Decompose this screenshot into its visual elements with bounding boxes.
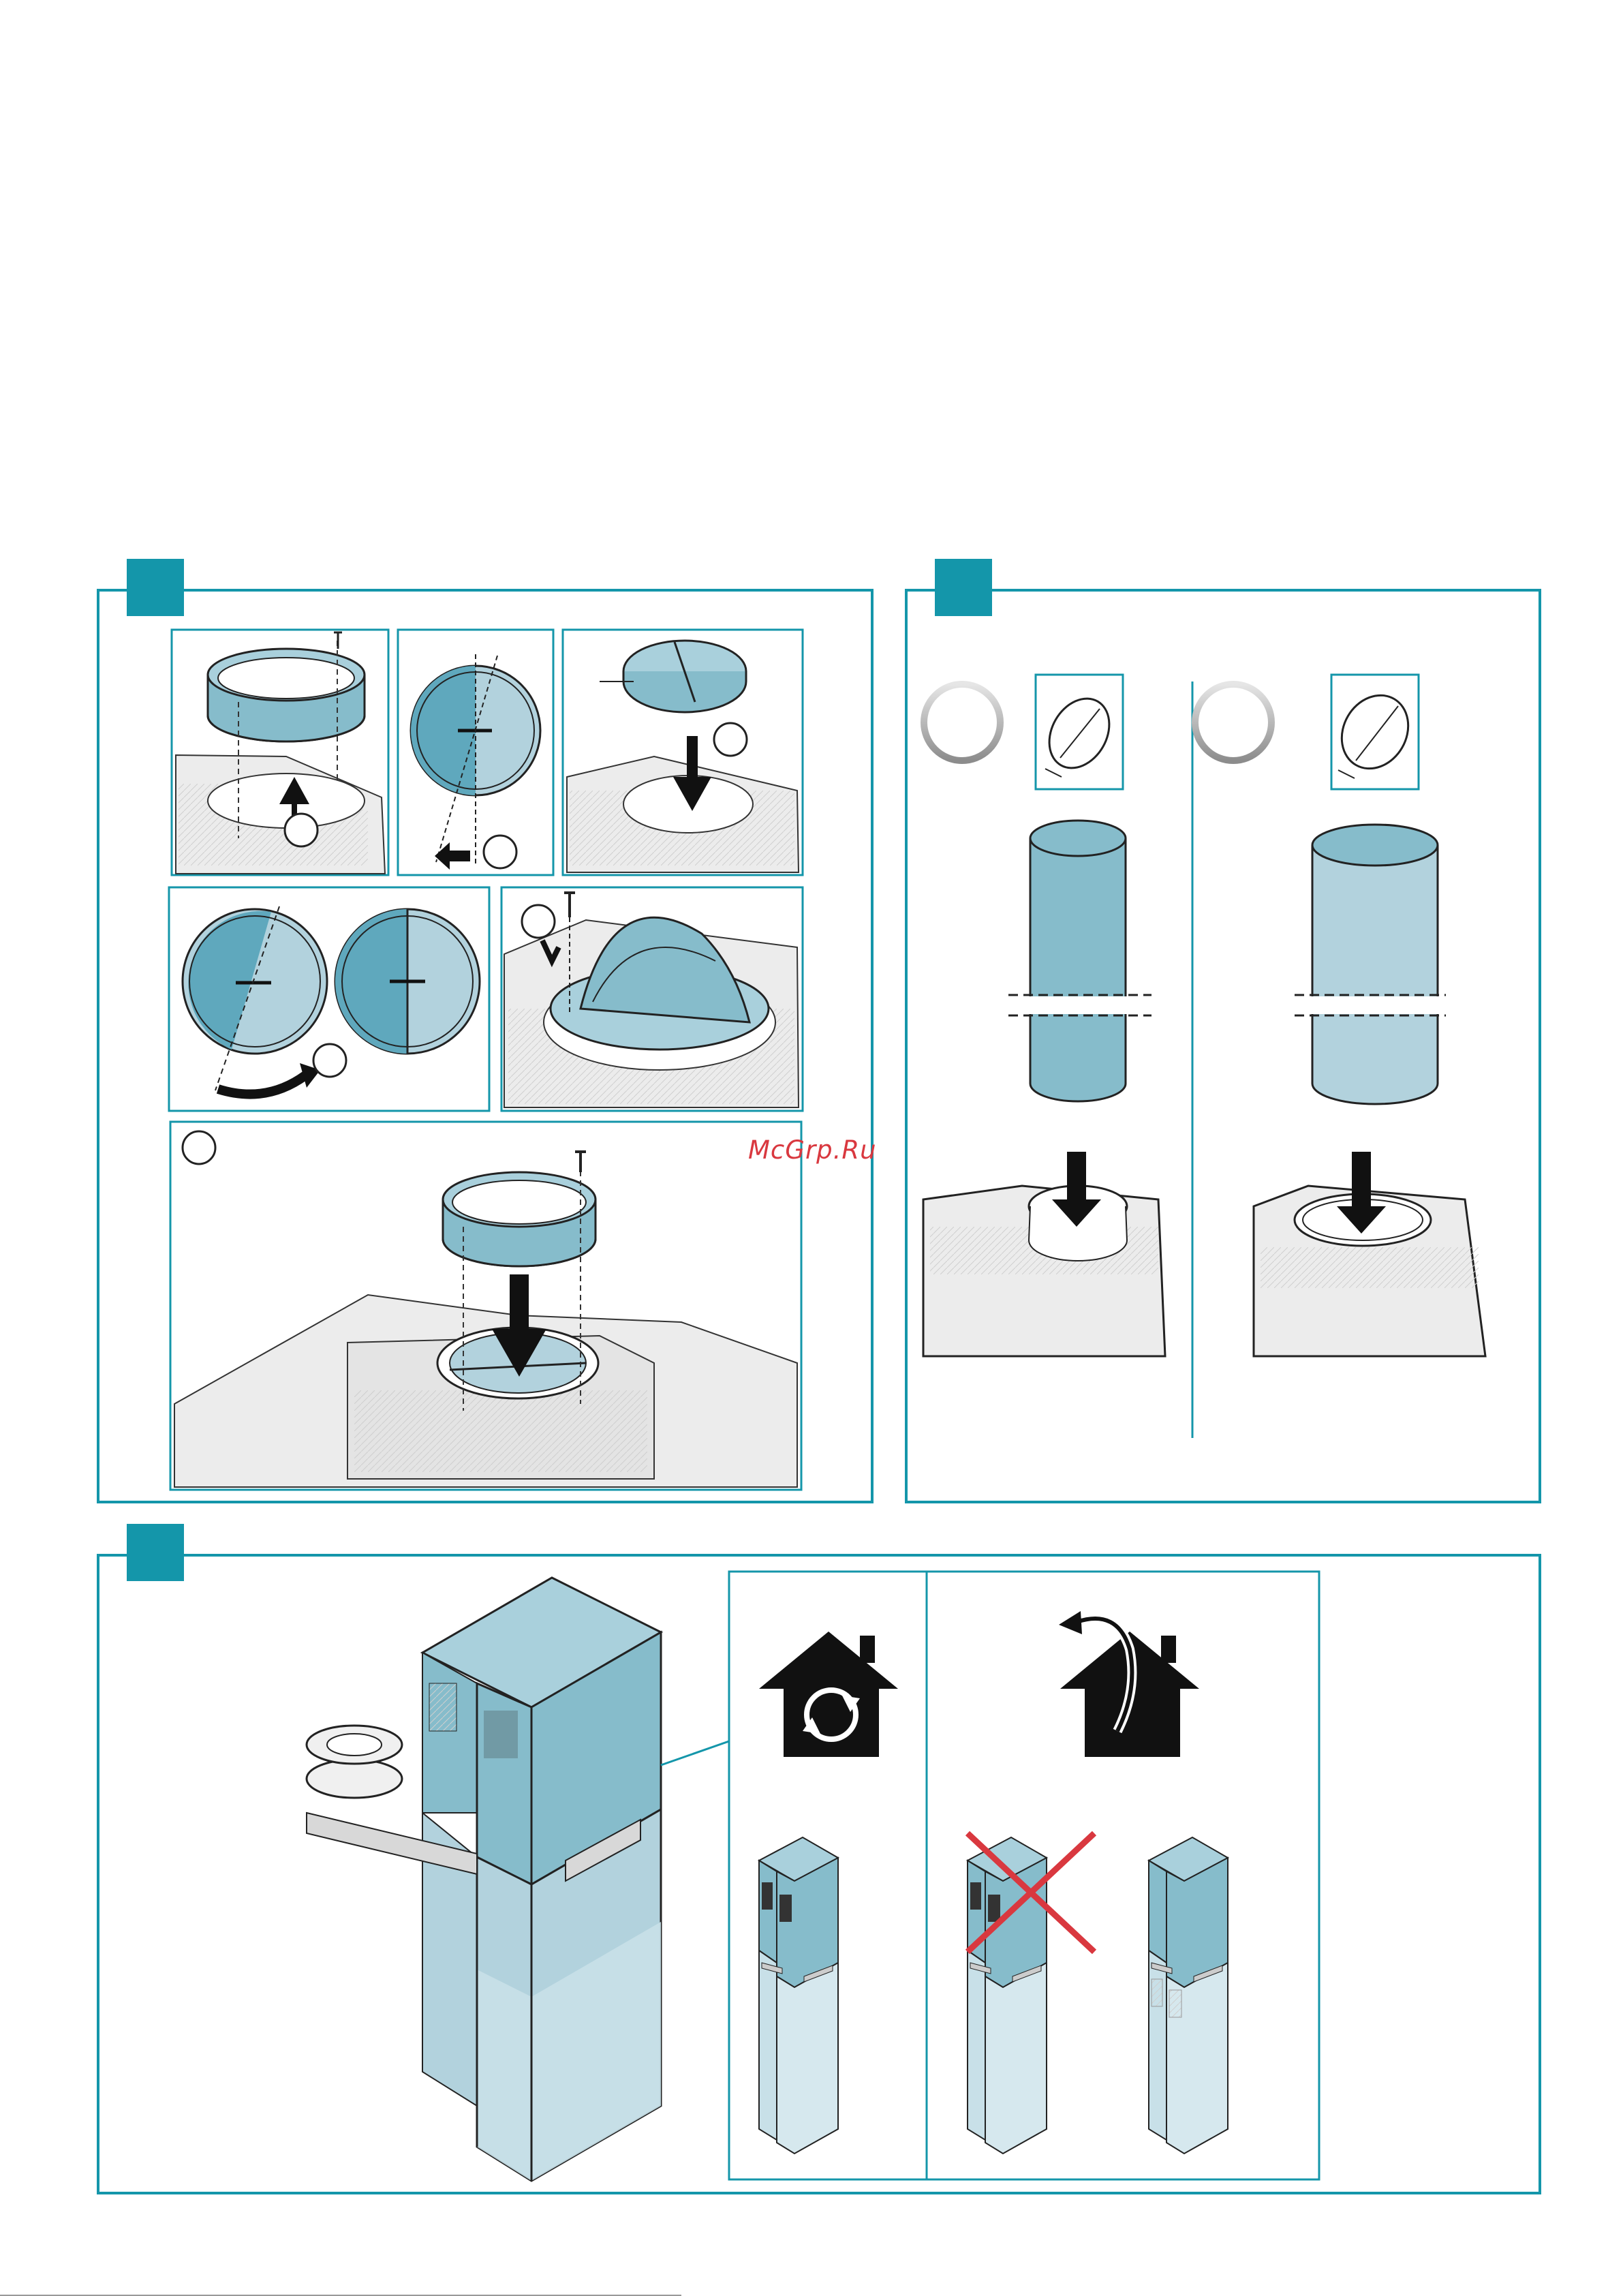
duct-option-narrow	[923, 675, 1165, 1356]
house-extraction-icon	[1059, 1611, 1199, 1757]
section-b-panel	[906, 559, 1540, 1502]
step-flap-insert	[563, 630, 803, 875]
grey-ring-icon	[924, 684, 1000, 761]
chimney-large	[307, 1578, 729, 2181]
house-recirculation-icon	[759, 1632, 898, 1757]
chimney-vents-up	[759, 1837, 838, 2154]
chimney-vents-down	[1149, 1837, 1228, 2154]
step-number-circle	[714, 723, 747, 756]
section-c-marker	[127, 1524, 184, 1581]
section-a-marker	[127, 559, 184, 616]
step-number-circle	[522, 905, 555, 938]
section-c-panel	[98, 1524, 1540, 2193]
step-flap-rotate	[169, 887, 489, 1111]
grey-ring-icon	[1195, 684, 1271, 761]
step-number-circle	[484, 836, 516, 868]
diameter-icon	[1329, 684, 1421, 781]
diameter-icon	[1037, 688, 1121, 779]
step-number-circle	[285, 814, 318, 846]
step-rim-removal	[172, 630, 388, 875]
section-b-marker	[935, 559, 992, 616]
step-number-circle	[183, 1131, 215, 1164]
step-flap-pin-removal	[398, 630, 553, 875]
step-rim-refit	[170, 1122, 801, 1490]
step-flap-screw	[501, 887, 803, 1111]
chimney-vents-up-crossed	[968, 1833, 1094, 2154]
watermark: McGrp.Ru	[748, 1135, 877, 1165]
section-a-panel	[98, 559, 872, 1502]
step-number-circle	[313, 1044, 346, 1077]
duct-option-wide	[1195, 675, 1485, 1356]
